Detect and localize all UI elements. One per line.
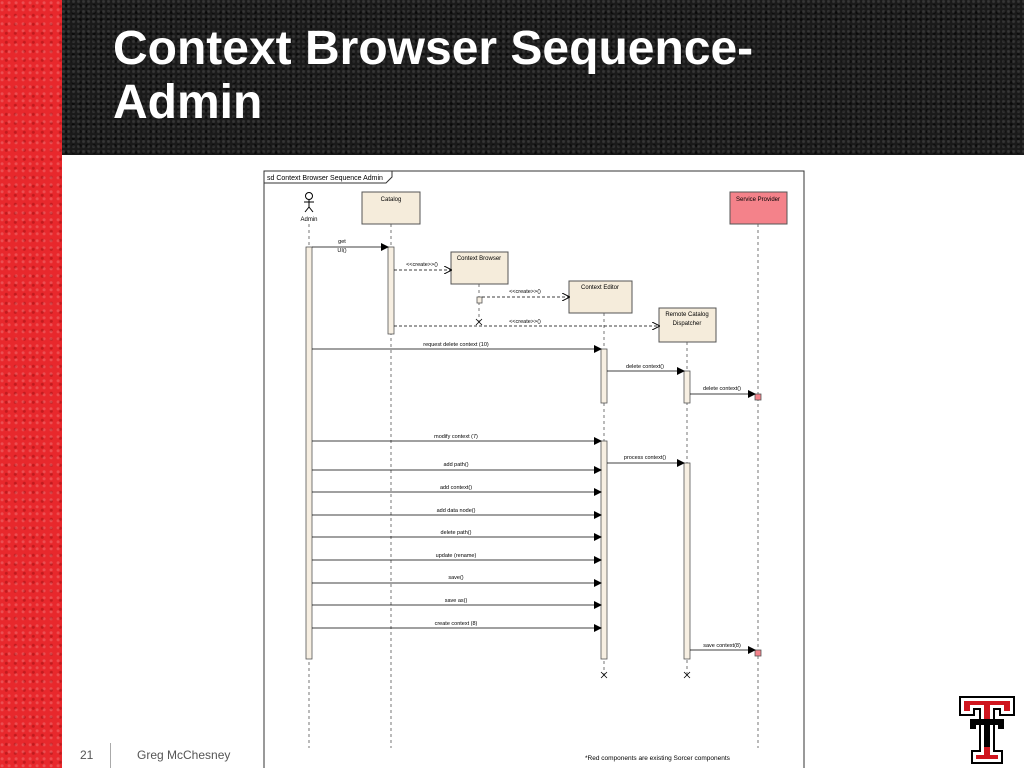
context-editor-activation-1 bbox=[600, 348, 608, 404]
label-create-3: <<create>>() bbox=[509, 319, 541, 325]
footer-divider bbox=[110, 743, 111, 768]
label-update-rename: update (rename) bbox=[436, 553, 477, 559]
sequence-diagram: sd Context Browser Sequence Admin Admin … bbox=[263, 170, 805, 768]
title-line-1: Context Browser Sequence- bbox=[113, 22, 754, 75]
label-delete-context-1: delete context() bbox=[626, 364, 664, 370]
label-get-ui-1: get bbox=[338, 239, 346, 245]
red-side-strip bbox=[0, 0, 62, 768]
context-editor-activation-2 bbox=[600, 440, 608, 660]
context-editor-destroy-icon bbox=[600, 671, 608, 679]
label-save: save() bbox=[448, 575, 463, 581]
author-name: Greg McChesney bbox=[137, 748, 231, 762]
catalog-label: Catalog bbox=[381, 197, 402, 203]
diagram-note: *Red components are existing Sorcer comp… bbox=[585, 755, 731, 762]
label-process-context: process context() bbox=[624, 455, 666, 461]
label-save-context: save context(8) bbox=[703, 643, 741, 649]
slide-title: Context Browser Sequence- Admin bbox=[113, 22, 993, 130]
double-t-logo-icon bbox=[959, 696, 1015, 764]
actor-label: Admin bbox=[300, 217, 317, 223]
context-browser-box bbox=[450, 251, 509, 285]
label-modify-context: modify context (7) bbox=[434, 434, 478, 440]
service-provider-label: Service Provider bbox=[736, 197, 780, 203]
context-browser-destroy-icon bbox=[475, 318, 483, 326]
label-save-as: save as() bbox=[445, 598, 468, 604]
catalog-activation bbox=[387, 246, 395, 335]
remote-catalog-box bbox=[658, 307, 717, 343]
label-create-1: <<create>>() bbox=[406, 262, 438, 268]
label-delete-context-2: delete context() bbox=[703, 386, 741, 392]
context-browser-activation bbox=[476, 296, 483, 304]
diagram-frame bbox=[263, 170, 805, 768]
service-provider-activation-2 bbox=[754, 649, 762, 657]
page-number: 21 bbox=[80, 748, 94, 762]
frame-label: sd Context Browser Sequence Admin bbox=[267, 175, 383, 182]
frame-label-box bbox=[264, 171, 393, 184]
label-add-context: add context() bbox=[440, 485, 472, 491]
context-browser-label: Context Browser bbox=[457, 256, 501, 262]
admin-actor-icon bbox=[304, 192, 314, 213]
service-provider-activation-1 bbox=[754, 393, 762, 401]
title-line-2: Admin bbox=[113, 76, 263, 129]
title-bar bbox=[62, 0, 1024, 155]
remote-catalog-activation-1 bbox=[683, 370, 691, 404]
context-editor-box bbox=[568, 280, 633, 314]
label-get-ui-2: UI() bbox=[337, 248, 346, 254]
admin-activation bbox=[305, 246, 313, 660]
remote-catalog-label-1: Remote Catalog bbox=[665, 312, 708, 318]
service-provider-box bbox=[729, 191, 788, 225]
label-add-path: add path() bbox=[443, 462, 468, 468]
label-create-context: create context (8) bbox=[435, 621, 478, 627]
label-add-data-node: add data node() bbox=[437, 508, 476, 514]
remote-catalog-destroy-icon bbox=[683, 671, 691, 679]
remote-catalog-activation-2 bbox=[683, 462, 691, 660]
label-delete-path: delete path() bbox=[441, 530, 472, 536]
label-create-2: <<create>>() bbox=[509, 289, 541, 295]
context-editor-label: Context Editor bbox=[581, 285, 619, 291]
label-request-delete: request delete context (10) bbox=[423, 342, 489, 348]
remote-catalog-label-2: Dispatcher bbox=[673, 321, 702, 327]
